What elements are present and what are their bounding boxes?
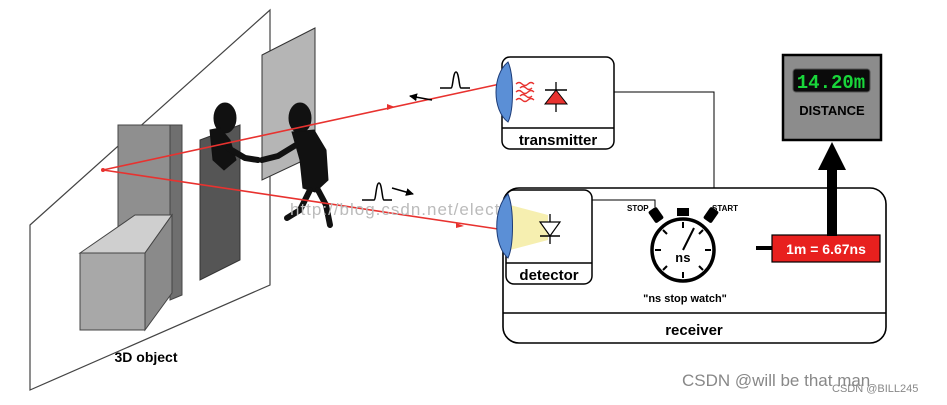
conversion-badge: 1m = 6.67ns (771, 234, 881, 263)
outgoing-laser-beam (102, 83, 501, 171)
csdn-watermark: CSDN @will be that man (682, 371, 871, 390)
distance-panel (781, 53, 883, 142)
outgoing-pulse-icon (440, 71, 470, 89)
figure-left-head (213, 102, 237, 134)
figure-right-leg-left (284, 187, 313, 221)
reflection-point (101, 168, 105, 172)
return-pulse-arrow (391, 187, 414, 196)
start-button (703, 207, 719, 223)
stop-label: STOP (627, 204, 649, 213)
return-beam-arrowhead (456, 223, 464, 228)
receiver-label: receiver (665, 322, 723, 339)
detector-light-cone (510, 205, 548, 250)
transmitter-lens (495, 61, 513, 123)
photodiode-icon (538, 214, 562, 244)
3d-object-label: 3D object (114, 349, 177, 365)
stop-signal-wire (592, 199, 656, 207)
figure-left-body (209, 127, 237, 171)
outgoing-pulse-arrow (409, 93, 433, 102)
watch-hand (682, 227, 695, 251)
transmitter-box: transmitter (495, 56, 615, 150)
detector-label: detector (519, 267, 578, 284)
laser-diode-icon (543, 82, 569, 112)
outgoing-beam-arrowhead (387, 104, 395, 110)
transmitter-label: transmitter (519, 132, 598, 149)
csdn-small-watermark: CSDN @BILL245 (832, 383, 919, 395)
box-front (79, 252, 146, 331)
return-pulse-icon (362, 182, 392, 201)
stop-button (648, 207, 664, 223)
conversion-text: 1m = 6.67ns (786, 241, 866, 257)
figure-left-arm (225, 145, 261, 163)
lcd-screen (792, 68, 871, 93)
figure-right-body (291, 129, 329, 193)
distance-title: DISTANCE (799, 103, 865, 118)
figure-right-arm (259, 142, 299, 163)
return-laser-beam (102, 169, 499, 230)
watch-crown (677, 208, 689, 216)
box-side (144, 213, 173, 332)
distance-readout: 14.20m (797, 72, 865, 94)
start-label: START (712, 204, 738, 213)
detector-box: detector (496, 189, 593, 285)
url-watermark: http://blog.csdn.net/electech6 (290, 200, 541, 219)
pulse-icons (362, 71, 470, 201)
detector-lens (496, 193, 513, 259)
figure-right-leg-right (315, 187, 333, 228)
emitted-light-rays (515, 81, 535, 103)
laser-beams (101, 83, 501, 230)
3d-object-scene (29, 8, 316, 391)
ns-stop-watch: STOP START ns "ns stop watch" (627, 204, 738, 305)
stopwatch-caption: "ns stop watch" (643, 293, 727, 305)
start-signal-wire (614, 91, 715, 190)
watch-face-text: ns (675, 251, 691, 266)
output-arrow (818, 142, 846, 236)
watch-ticks (655, 222, 711, 278)
distance-display: 14.20m DISTANCE (781, 53, 883, 142)
handshake-figures (209, 102, 333, 228)
